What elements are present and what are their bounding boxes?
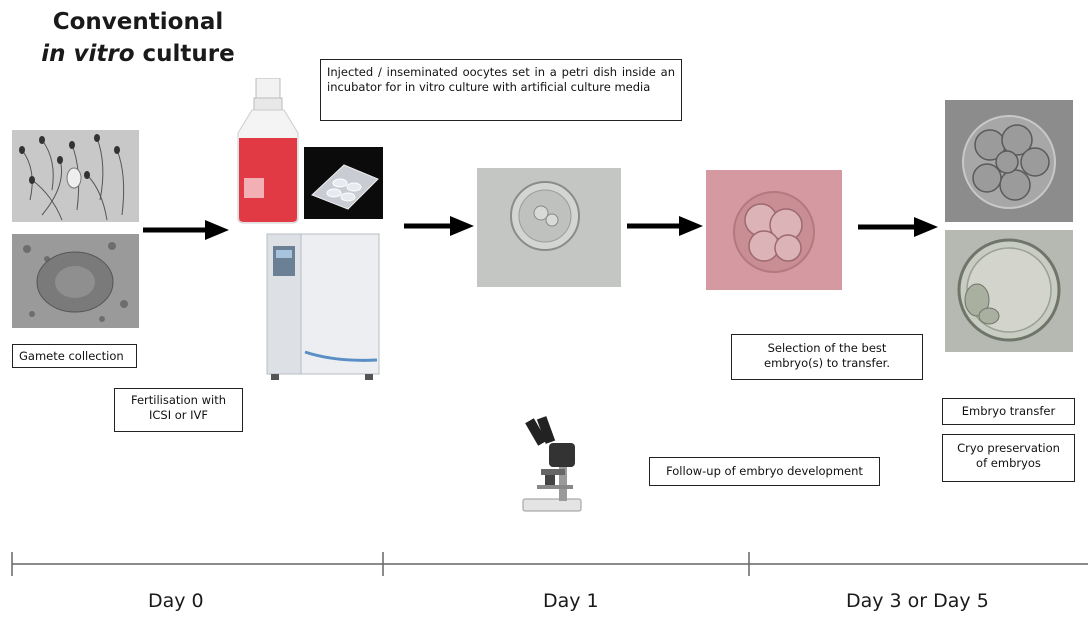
zygote-image: [477, 168, 621, 287]
day3-5-label: Day 3 or Day 5: [846, 590, 989, 612]
microscope-image: [515, 413, 593, 517]
sperm-image: [12, 130, 139, 222]
petri-dish-image: [304, 147, 383, 219]
gamete-collection-label: Gamete collection: [12, 344, 137, 368]
incubator-note: Injected / inseminated oocytes set in a …: [320, 59, 682, 121]
oocyte-image: [12, 234, 139, 328]
day1-label: Day 1: [543, 590, 599, 612]
timeline: [11, 552, 1088, 576]
incubator-image: [265, 232, 383, 381]
four-cell-embryo-image: [706, 170, 842, 290]
cryo-preservation-label: Cryo preservation of embryos: [942, 434, 1075, 482]
arrow-2: [404, 216, 474, 236]
day0-label: Day 0: [148, 590, 204, 612]
blastocyst-image: [945, 230, 1073, 352]
arrow-4: [858, 217, 938, 237]
arrow-1: [143, 220, 229, 240]
title-line2: in vitro culture: [41, 41, 235, 67]
arrow-3: [627, 216, 703, 236]
fertilisation-label: Fertilisation with ICSI or IVF: [114, 388, 243, 432]
followup-label: Follow-up of embryo development: [649, 457, 880, 486]
culture-flask-image: [232, 78, 304, 224]
embryo-transfer-label: Embryo transfer: [942, 398, 1075, 425]
selection-label: Selection of the best embryo(s) to trans…: [731, 334, 923, 380]
title-line1: Conventional: [52, 9, 224, 35]
diagram-title: Conventional in vitro culture: [0, 6, 276, 70]
morula-image: [945, 100, 1073, 222]
